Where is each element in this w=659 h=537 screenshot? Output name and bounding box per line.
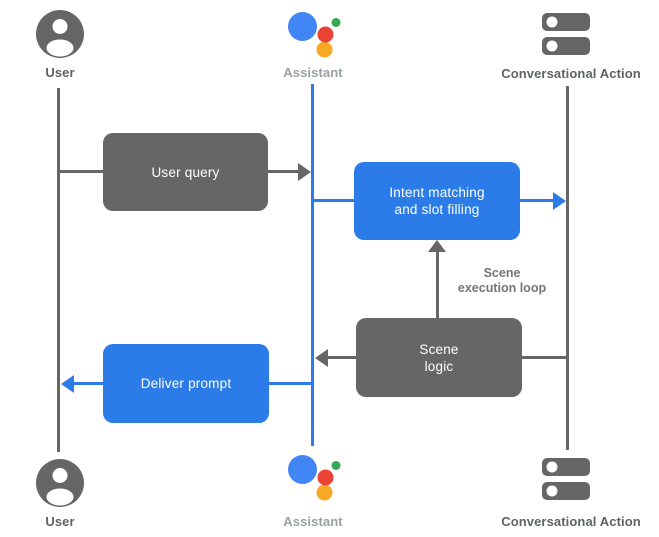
user-lifeline [57,88,60,452]
arrowhead-right-icon [298,163,311,181]
scene-execution-loop-line1: Scene [483,266,521,280]
assistant-icon [286,453,344,510]
assistant-label: Assistant [283,65,343,80]
connector-ca-to-scene [522,356,568,359]
conversational-action-label: Conversational Action [501,66,641,81]
assistant-label: Assistant [283,514,343,529]
intent-matching-box: Intent matching and slot filling [354,162,520,240]
connector-query-to-assistant [268,170,300,173]
conversational-action-icon [542,13,590,62]
connector-intent-to-ca [520,199,553,202]
intent-matching-label-line2: and slot filling [394,202,480,217]
assistant-lifeline [311,84,314,446]
scene-execution-loop-line2: execution loop [457,281,547,295]
user-label: User [45,514,75,529]
user-label: User [45,65,75,80]
conversational-action-label: Conversational Action [501,514,641,529]
connector-assistant-to-deliver [269,382,312,385]
deliver-prompt-label: Deliver prompt [140,376,232,391]
deliver-prompt-box: Deliver prompt [103,344,269,423]
scene-logic-box: Scene logic [356,318,522,397]
arrowhead-up-icon [428,240,446,252]
conversational-action-icon [542,458,590,507]
user-icon [36,459,84,512]
connector-assistant-to-intent [312,199,354,202]
scene-logic-label-line2: logic [424,358,454,374]
user-query-label: User query [151,164,220,180]
arrowhead-right-icon [553,192,566,210]
scene-execution-loop-label: Scene execution loop [440,266,564,296]
connector-deliver-to-user [74,382,103,385]
arrowhead-left-icon [61,375,74,393]
intent-matching-label-line1: Intent matching [389,185,485,200]
scene-logic-label-line1: Scene [419,341,459,357]
conversational-action-lifeline [566,86,569,450]
assistant-icon [286,10,344,67]
user-icon [36,10,84,63]
connector-scene-to-assistant [328,356,356,359]
arrowhead-left-icon [315,349,328,367]
user-query-box: User query [103,133,268,211]
connector-scene-to-intent [436,250,439,318]
connector-user-to-query [58,170,103,173]
